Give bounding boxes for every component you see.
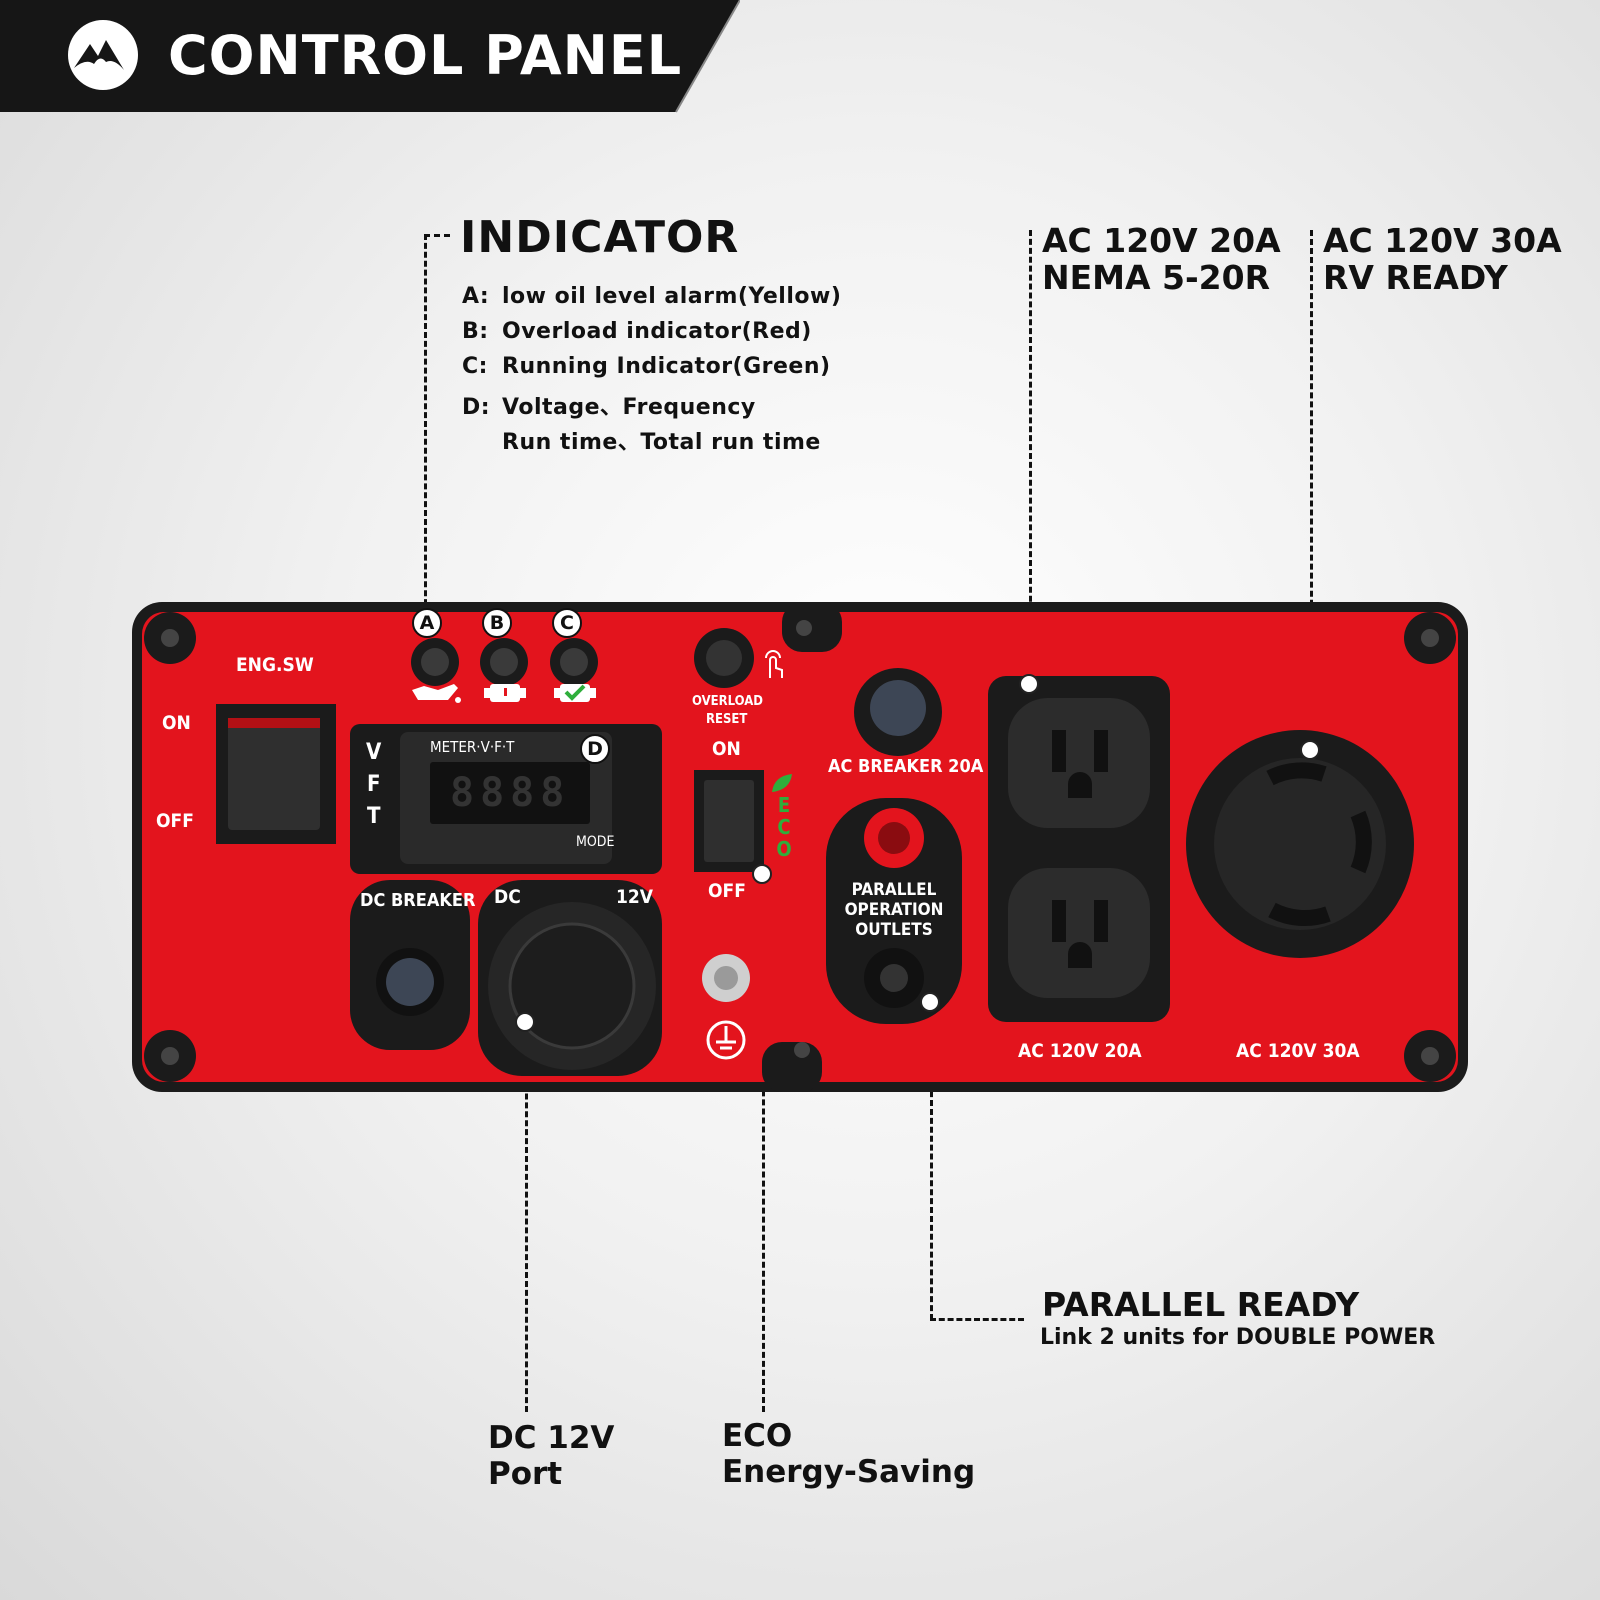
engine-switch[interactable] [228,718,320,830]
ac30-callout-dot [1300,740,1320,760]
leaf-icon [772,774,792,792]
ac30-twistlock-outlet[interactable] [1214,758,1386,930]
indicator-item-c: C:Running Indicator(Green) [462,354,831,379]
ac20-callout-line1: AC 120V 20A [1042,221,1281,260]
indicator-item-b: B:Overload indicator(Red) [462,319,812,344]
ac20-leader-line [1029,230,1032,682]
control-panel: ENG.SW ON OFF A B C V F T METER·V·F·T D … [132,602,1468,1092]
badge-d: D [580,734,610,764]
ac-breaker-label: AC BREAKER 20A [828,756,984,777]
eco-callout-line2: Energy-Saving [722,1454,976,1490]
parallel-label-2: OPERATION [844,900,944,920]
vft-t-label: T [367,804,381,829]
eco-callout-line1: ECO [722,1418,793,1454]
engine-warning-icon [484,684,526,702]
ground-terminal[interactable] [702,954,750,1002]
eco-switch[interactable] [704,780,754,862]
indicator-item-a: A:low oil level alarm(Yellow) [462,284,842,309]
overload-led [490,648,518,676]
dc-breaker-button[interactable] [386,958,434,1006]
badge-b: B [482,608,512,638]
v12-label: 12V [616,886,654,908]
oil-can-icon [412,684,461,703]
parallel-callout-dot [920,992,940,1012]
indicator-list: A:low oil level alarm(Yellow) B:Overload… [462,284,862,464]
parallel-callout-title: PARALLEL READY [1042,1285,1360,1324]
ac20-callout: AC 120V 20A NEMA 5-20R [1042,222,1281,296]
vft-f-label: F [367,772,381,797]
panel-body [132,602,1468,1092]
badge-a: A [412,608,442,638]
oil-alarm-led [421,648,449,676]
ac30-callout-line2: RV READY [1323,258,1508,297]
dc-callout-line1: DC 12V [488,1420,615,1456]
dc-callout: DC 12V Port [488,1420,614,1492]
eng-sw-label: ENG.SW [236,654,314,676]
dc-callout-line2: Port [488,1456,563,1492]
indicator-leader-tick [424,234,450,237]
parallel-terminal-red[interactable] [864,808,924,868]
banner-shape [0,0,740,113]
eco-callout: ECO Energy-Saving [722,1418,975,1490]
dc-callout-dot [515,1012,535,1032]
dc-leader-line [525,1022,528,1412]
eco-vertical-label: ECO [776,793,792,861]
indicator-leader-line [424,234,427,614]
running-led [560,648,588,676]
indicator-item-d: D:Voltage、Frequency [462,395,756,420]
ac20-outlet-bottom[interactable] [1008,868,1150,998]
ac20-callout-dot [1019,674,1039,694]
ac-breaker-button[interactable] [870,680,926,736]
ac20-callout-line2: NEMA 5-20R [1042,258,1271,297]
page-title: CONTROL PANEL [168,24,683,87]
dc-breaker-label: DC BREAKER [360,890,476,911]
eco-callout-dot [752,864,772,884]
eng-on-label: ON [162,712,191,734]
badge-c: C [552,608,582,638]
meter-mode-button[interactable]: MODE [576,834,615,850]
eco-off-label: OFF [708,880,746,902]
parallel-label-3: OUTLETS [855,920,933,940]
parallel-callout-sub: Link 2 units for DOUBLE POWER [1040,1325,1436,1350]
parallel-label-1: PARALLEL [851,880,937,900]
ac20-panel-label: AC 120V 20A [1018,1040,1142,1062]
parallel-leader-tick [930,1318,1024,1321]
eng-off-label: OFF [156,810,194,832]
indicator-item-d2: Run time、Total run time [502,430,821,455]
indicator-title: INDICATOR [460,212,740,263]
ac30-callout-line1: AC 120V 30A [1323,221,1562,260]
press-hand-icon [765,650,783,678]
header-banner: CONTROL PANEL [0,0,740,118]
ac30-leader-line [1310,230,1313,750]
eco-leader-line [762,874,765,1412]
overload-label-2: RESET [706,712,748,727]
engine-running-icon [554,684,596,702]
ac20-outlet-top[interactable] [1008,698,1150,828]
ground-icon [708,1022,744,1058]
ac30-callout: AC 120V 30A RV READY [1323,222,1562,296]
ac30-panel-label: AC 120V 30A [1236,1040,1360,1062]
overload-label-1: OVERLOAD [692,694,763,709]
parallel-terminal-black[interactable] [864,948,924,1008]
dc-label: DC [494,886,521,908]
overload-reset-button[interactable] [694,628,754,688]
meter-display: 8888 [450,770,571,816]
eco-on-label: ON [712,738,741,760]
meter-label: METER·V·F·T [430,738,515,756]
logo-mountain-icon [68,20,138,90]
vft-v-label: V [366,740,382,765]
parallel-leader-line [930,1002,933,1320]
